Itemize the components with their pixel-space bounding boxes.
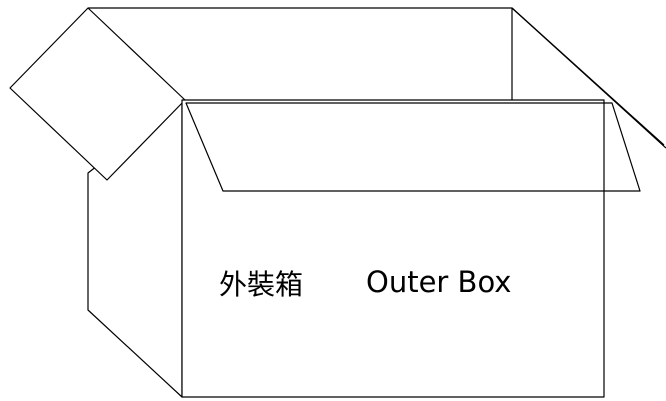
- english-label: Outer Box: [366, 265, 512, 299]
- front-flap: [185, 102, 641, 192]
- back-right-flap-fold-line: [511, 7, 665, 146]
- chinese-label: 外裝箱: [219, 268, 304, 301]
